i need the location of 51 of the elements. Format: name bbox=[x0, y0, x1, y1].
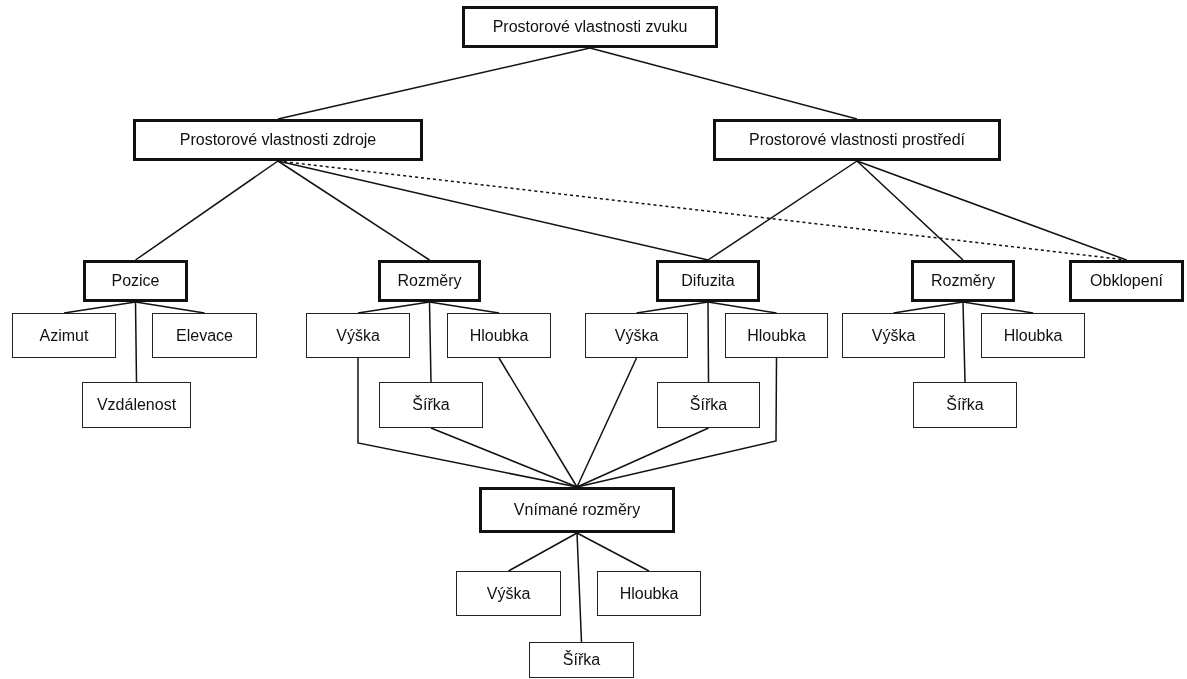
category-box: Pozice bbox=[83, 260, 188, 302]
property-box: Šířka bbox=[379, 382, 483, 428]
property-box: Hloubka bbox=[725, 313, 828, 358]
connector-line bbox=[134, 160, 279, 261]
property-box: Hloubka bbox=[447, 313, 551, 358]
connector-line bbox=[707, 301, 710, 383]
property-box: Šířka bbox=[529, 642, 634, 678]
property-box: Vzdálenost bbox=[82, 382, 191, 428]
connector-line bbox=[576, 427, 710, 488]
property-box: Šířka bbox=[913, 382, 1017, 428]
connector-line bbox=[856, 160, 964, 261]
connector-line bbox=[277, 47, 591, 120]
property-box: Výška bbox=[842, 313, 945, 358]
connector-line bbox=[277, 160, 431, 261]
connector-line bbox=[428, 301, 500, 314]
category-box: Prostorové vlastnosti prostředí bbox=[713, 119, 1001, 161]
connector-line bbox=[134, 301, 138, 383]
connector-line bbox=[635, 301, 709, 314]
connector-line bbox=[707, 160, 858, 261]
connector-line bbox=[856, 160, 1128, 261]
connector-line bbox=[576, 532, 650, 572]
connector-line bbox=[576, 357, 638, 488]
connector-line bbox=[430, 427, 578, 488]
connector-line bbox=[707, 301, 778, 314]
property-box: Výška bbox=[456, 571, 561, 616]
connector-line bbox=[507, 532, 578, 572]
connector-line bbox=[962, 301, 966, 383]
connector-line bbox=[576, 532, 583, 643]
category-box: Rozměry bbox=[378, 260, 481, 302]
connector-line bbox=[892, 301, 964, 314]
connector-line bbox=[962, 301, 1034, 314]
category-box: Prostorové vlastnosti zvuku bbox=[462, 6, 718, 48]
category-box: Vnímané rozměry bbox=[479, 487, 675, 533]
category-box: Rozměry bbox=[911, 260, 1015, 302]
category-box: Obklopení bbox=[1069, 260, 1184, 302]
connector-line bbox=[576, 357, 778, 488]
category-box: Difuzita bbox=[656, 260, 760, 302]
property-box: Šířka bbox=[657, 382, 760, 428]
connector-line bbox=[134, 301, 206, 314]
connector-line bbox=[63, 301, 137, 314]
property-box: Elevace bbox=[152, 313, 257, 358]
connector-line bbox=[498, 357, 578, 488]
property-box: Azimut bbox=[12, 313, 116, 358]
property-box: Výška bbox=[585, 313, 688, 358]
connector-line bbox=[589, 47, 858, 120]
property-box: Hloubka bbox=[597, 571, 701, 616]
connector-line bbox=[428, 301, 432, 383]
property-box: Výška bbox=[306, 313, 410, 358]
connector-line bbox=[357, 301, 431, 314]
property-box: Hloubka bbox=[981, 313, 1085, 358]
category-box: Prostorové vlastnosti zdroje bbox=[133, 119, 423, 161]
